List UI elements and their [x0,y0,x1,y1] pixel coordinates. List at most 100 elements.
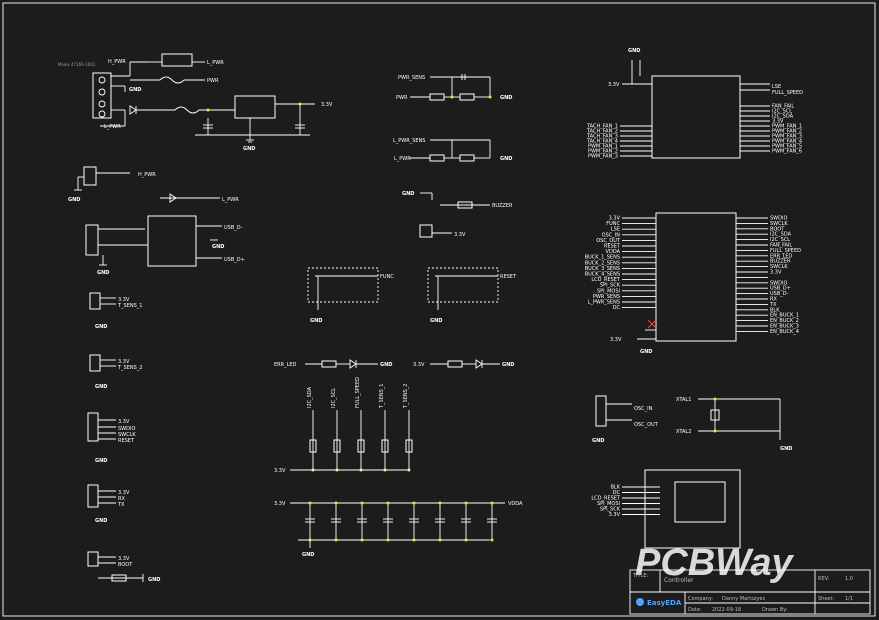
svg-text:GND: GND [402,191,414,197]
svg-text:GND: GND [302,552,314,558]
vdda-label: VDDA [508,501,523,507]
t-sens-2-label: T_SENS_2 [117,365,142,371]
mcu-right-net-label: EN_BUCK_2 [770,318,799,324]
mcu-right-net-label: 3.3V [770,270,782,276]
svg-text:GND: GND [502,362,514,368]
mcu-left-net-label: 3.3V [609,216,621,222]
mcu-left-net-label: FUNC [606,221,620,227]
mcu-ic [655,212,737,342]
easyeda-logo-icon [636,598,644,606]
decoupling-capacitor-group [305,501,497,542]
xtal2-label: XTAL2 [676,429,691,435]
lcd-net-label: DC [613,490,621,496]
osc-in-label: OSC_IN [634,406,653,412]
mcu-right-net-label: BLK [770,307,780,313]
mcu-right-net-label: SWDIO [770,216,787,222]
l-pwr-label: L_PWR [207,60,224,66]
buzzer-label: BUZZER [492,203,513,209]
fan-right-net-label: PWM_FAN_5 [772,144,802,150]
lcd-net-label: SPI_SCK [600,507,621,513]
mcu-left-net-label: LSE [611,227,620,233]
svg-text:GND: GND [68,197,80,203]
mcu-left-pins: 3.3VFUNCLSEOSC_INOSC_OUTRESETVDDABUCK_1_… [585,216,656,311]
mcu-left-net-label: BUCK_1_SENS [585,255,620,261]
mcu-left-net-label: OSC_IN [602,232,621,238]
osc-out-label: OSC_OUT [634,422,659,428]
svg-text:GND: GND [212,244,224,250]
mcu-right-pins: SWDIOSWCLKBOOTI2C_SDAI2C_SCLFAN_FAILFULL… [736,216,801,335]
company-label: Company: [688,596,713,602]
mcu-left-net-label: VDDA [606,249,621,255]
company-value: Danny Martszyes [722,596,765,602]
drawn-label: Drawn By: [762,607,788,613]
svg-text:GND: GND [95,518,107,524]
svg-text:Molex 47166-1001: Molex 47166-1001 [58,62,96,67]
power-connector-block: Molex 47166-1001 GND [58,62,141,119]
mcu-right-net-label: EN_BUCK_4 [770,329,799,335]
fan-right-net-label: PWM_FAN_4 [772,139,802,145]
fan-right-net-label: PWM_FAN_6 [772,149,802,155]
fan-right-net-label: FAN_FAIL [772,104,794,110]
fan-left-net-label: TACH_FAN_2 [586,129,618,135]
mcu-right-net-label: TX [769,302,777,308]
date-value: 2022-09-18 [712,607,741,613]
svg-text:GND: GND [310,318,322,324]
mcu-left-net-label: L_PWR_SENS [588,300,620,306]
mcu-right-net-label: EN_BUCK_1 [770,313,799,319]
mcu-left-net-label: SPI_MOSI [597,288,620,294]
title-block: TITLE: Controller REV: 1.0 Company: Dann… [629,569,871,615]
usb-dp-label: USB_D+ [224,257,245,263]
title-label: TITLE: [632,573,649,579]
voltage-regulator [234,95,276,119]
lcd-net-label: 3.3V [609,512,621,518]
fan-left-net-label: TACH_FAN_4 [586,139,618,145]
sheet-label: Sheet: [818,596,834,602]
rx-label: RX [118,496,125,502]
svg-text:3.3V: 3.3V [413,362,425,368]
mcu-left-net-label: DC [613,305,621,311]
fan-controller-right-pins: FAN_FAILI2C_SCLI2C_SDA3.3VPWM_FAN_1PWM_F… [740,104,802,155]
svg-text:GND: GND [780,446,792,452]
tool-name: EasyEDA [647,599,682,607]
svg-text:RESET: RESET [118,438,135,444]
svg-text:L_PWR: L_PWR [394,156,411,162]
svg-text:GND: GND [592,438,604,444]
lcd-net-label: BLK [611,485,621,491]
svg-text:3.3V: 3.3V [118,419,130,425]
fan-left-net-label: PWM_FAN_3 [588,154,618,160]
test-point-net-label: I2C_SCL [331,388,337,408]
mcu-right-net-label: FAN_FAIL [770,243,792,249]
boot-label: BOOT [118,562,133,568]
fan-right-net-label: 3.3V [772,119,784,125]
svg-text:3.3V: 3.3V [274,468,286,474]
t-sens-1-label: T_SENS_1 [117,303,142,309]
fan-controller-ic [651,75,741,159]
mcu-left-net-label: PWR_SENS [593,294,620,300]
svg-text:H_PWR: H_PWR [138,172,156,178]
mcu-right-net-label: BUZZER [770,259,791,265]
svg-text:3.3V: 3.3V [608,82,620,88]
svg-text:3.3V: 3.3V [118,297,130,303]
mcu-right-net-label: USB_D+ [770,286,791,292]
swclk-label: SWCLK [118,432,136,438]
svg-text:GND: GND [430,318,442,324]
svg-text:GND: GND [95,384,107,390]
mcu-left-net-label: LCD_RESET [591,277,621,283]
fan-left-net-label: PWM_FAN_1 [588,144,618,150]
mcu-left-net-label: OSC_OUT [596,238,621,244]
func-label: FUNC [380,274,394,280]
svg-text:GND: GND [97,270,109,276]
mcu-right-net-label: ERR_LED [770,253,793,259]
svg-text:3.3V: 3.3V [118,556,130,562]
test-point-net-label: FULL_SPEED [355,377,361,408]
rev-value: 1.0 [845,576,853,582]
lcd-net-label: SPI_MOSI [597,501,620,507]
sheet-value: 1/1 [845,596,853,602]
fan-right-net-label: I2C_SDA [772,114,794,120]
rev-label: REV: [818,576,830,582]
svg-text:3.3V: 3.3V [118,490,130,496]
